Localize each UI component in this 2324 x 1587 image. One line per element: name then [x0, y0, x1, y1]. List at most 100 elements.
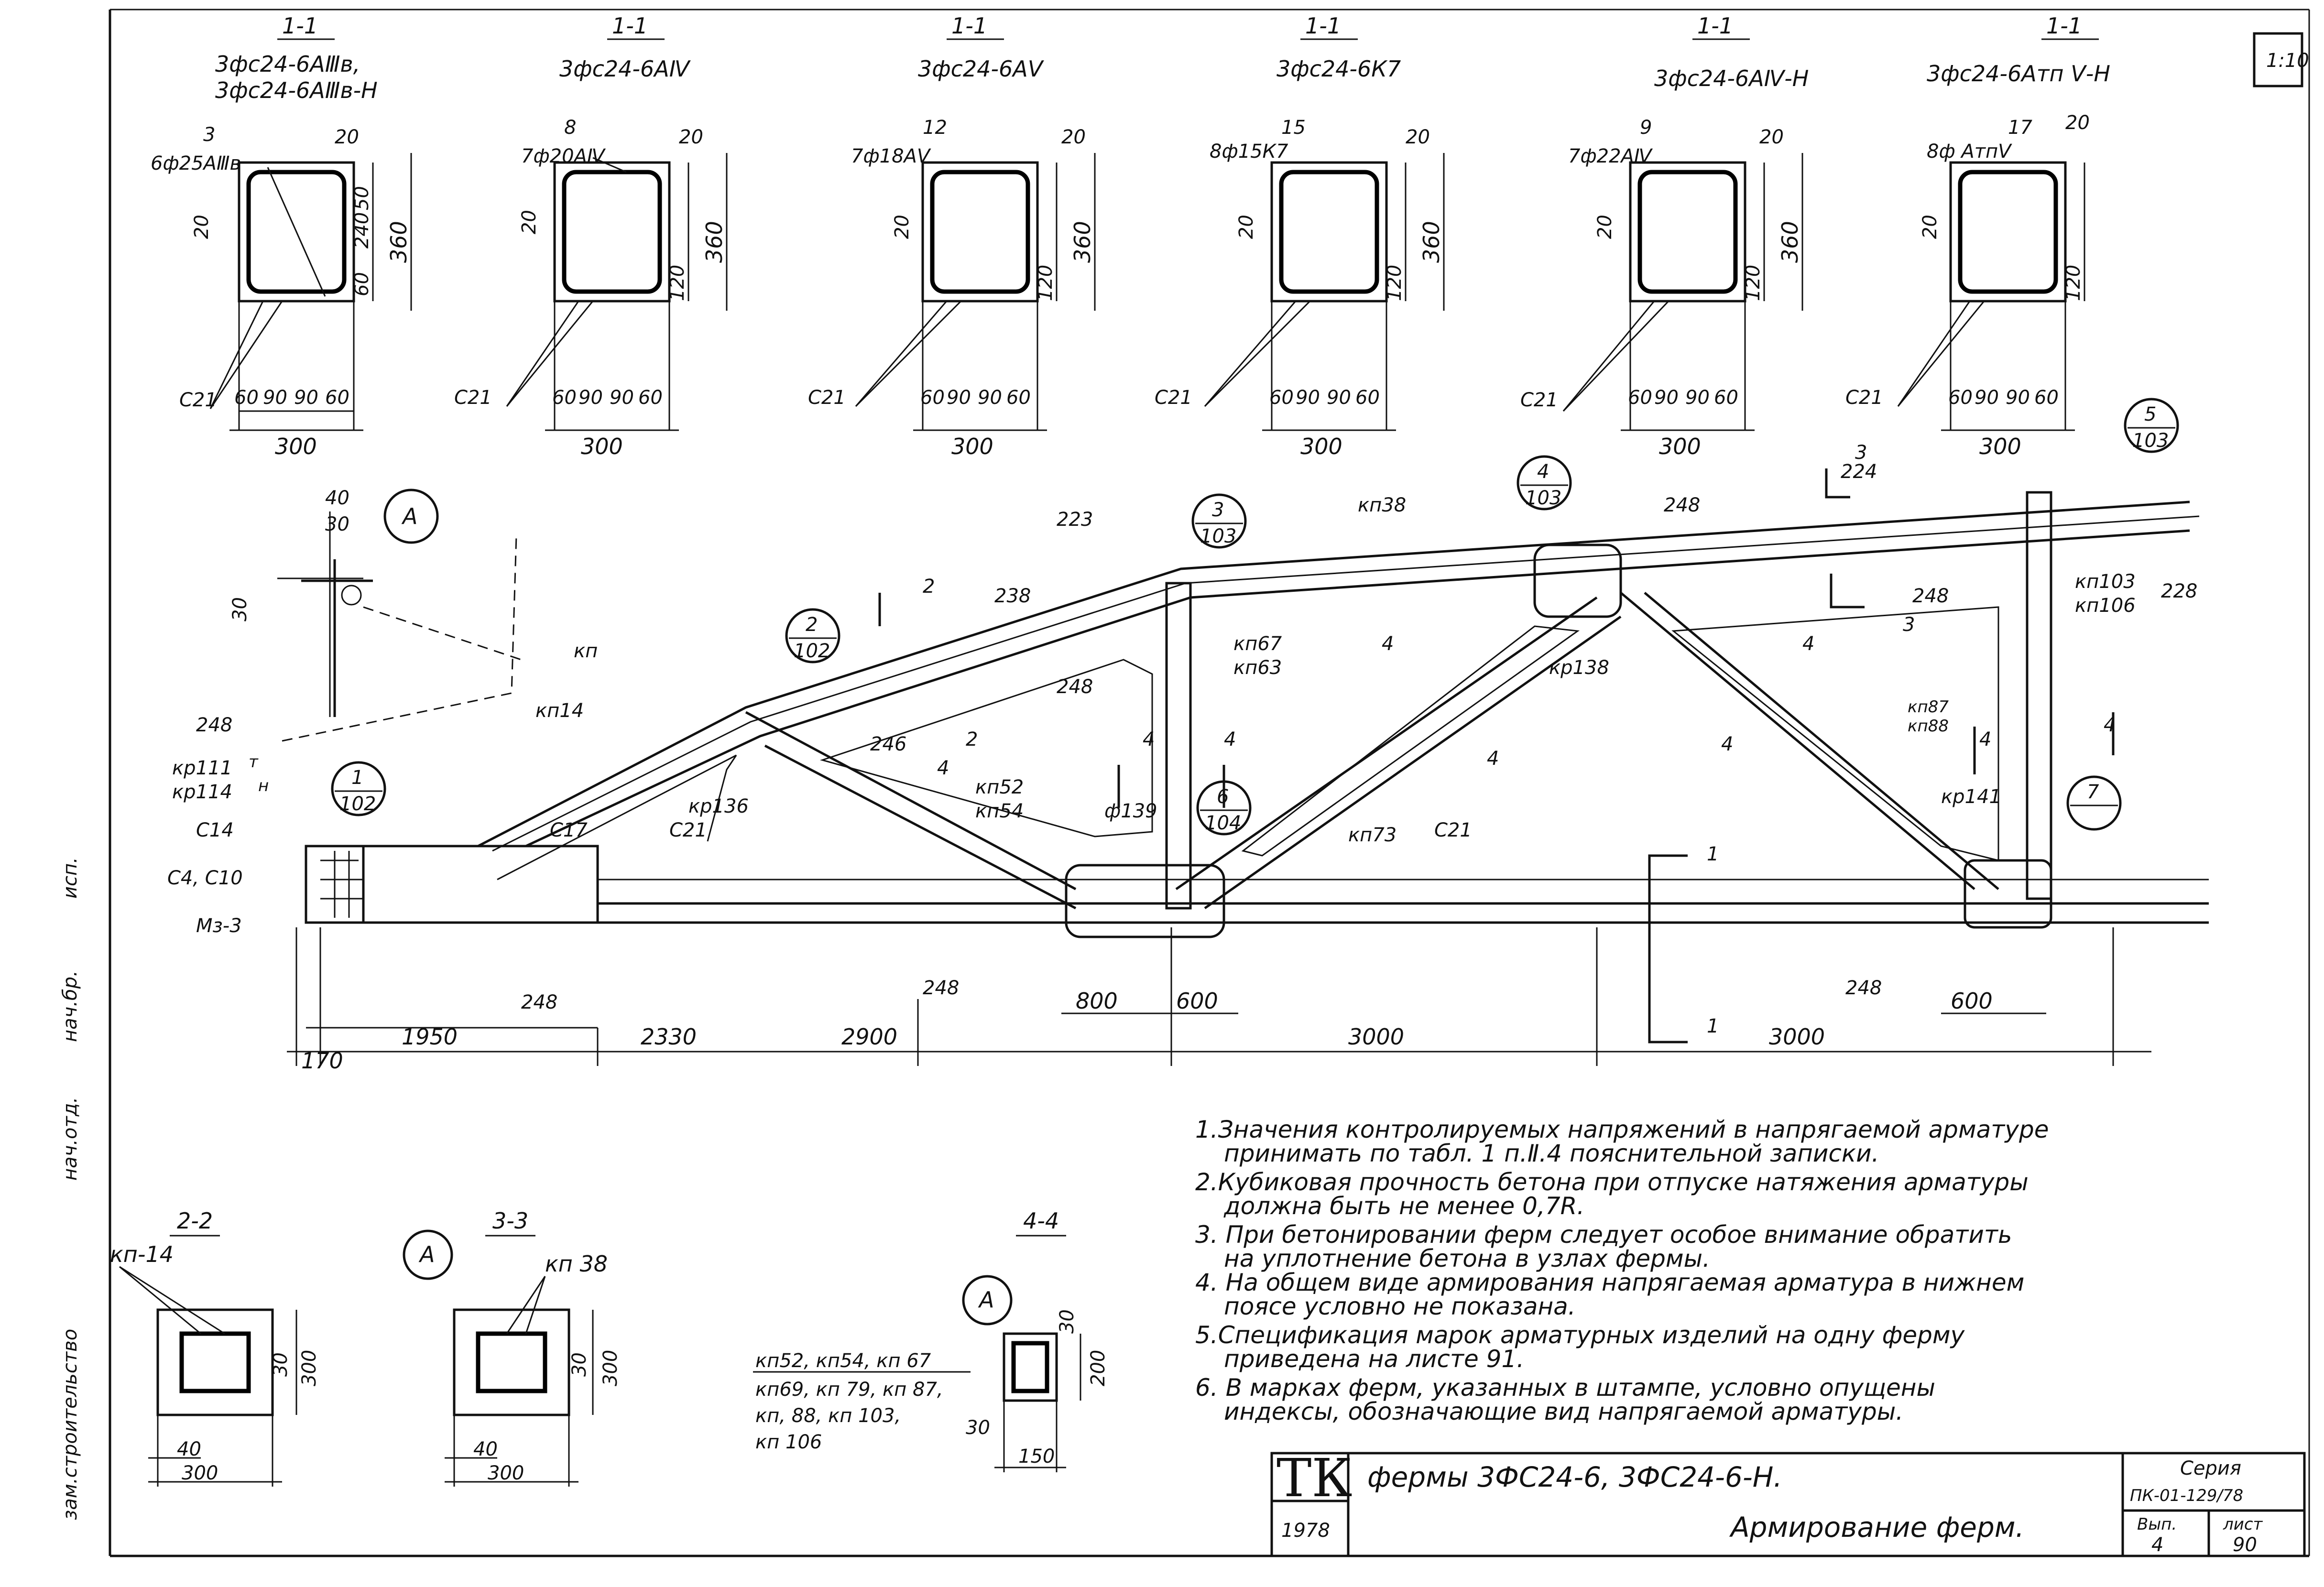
svg-text:248: 248 — [1057, 676, 1093, 698]
svg-text:А: А — [978, 1287, 994, 1313]
svg-text:300: 300 — [1979, 434, 2021, 459]
svg-text:1-1: 1-1 — [2046, 13, 2082, 39]
svg-text:90: 90 — [1685, 387, 1710, 409]
svg-text:90: 90 — [2006, 387, 2030, 409]
svg-text:2: 2 — [806, 614, 818, 636]
svg-text:90: 90 — [1327, 387, 1351, 409]
svg-text:4: 4 — [1487, 748, 1499, 770]
svg-text:С21: С21 — [1845, 387, 1883, 409]
svg-text:60: 60 — [638, 387, 663, 409]
svg-text:кр114: кр114 — [172, 781, 232, 803]
right-dim: 60 — [351, 272, 373, 296]
bottom-dim: 60 — [325, 387, 349, 409]
svg-text:360: 360 — [1777, 221, 1803, 263]
svg-text:8: 8 — [564, 117, 576, 139]
svg-text:3: 3 — [1855, 442, 1867, 464]
svg-text:300: 300 — [488, 1462, 524, 1484]
svg-text:кр138: кр138 — [1549, 657, 1609, 679]
svg-text:60: 60 — [1948, 387, 1973, 409]
stamp-series-label: Серия — [2180, 1457, 2241, 1479]
svg-text:60: 60 — [1269, 387, 1294, 409]
section-3-3: А 3-3 кп 38 40 300 30 300 — [403, 1208, 622, 1487]
svg-text:должна быть не менее 0,7R.: должна быть не менее 0,7R. — [1223, 1192, 1584, 1220]
svg-text:С21: С21 — [808, 387, 846, 409]
side-label-2: нач.отд. — [59, 1097, 81, 1181]
svg-text:2900: 2900 — [841, 1024, 897, 1050]
svg-text:кп69, кп 79, кп 87,: кп69, кп 79, кп 87, — [755, 1379, 943, 1401]
sheet-frame: 1:10 — [109, 9, 2310, 1557]
corner-tag-box — [2253, 32, 2303, 87]
svg-text:90: 90 — [1975, 387, 1999, 409]
svg-text:17: 17 — [2008, 117, 2032, 139]
svg-text:120: 120 — [1742, 265, 1764, 301]
bar-count: 3 — [203, 124, 215, 146]
section-4-4: 4-4 А 30 150 30 200 кп52, кп54, кп 67 кп… — [753, 1208, 1109, 1472]
svg-text:102: 102 — [339, 793, 376, 815]
svg-text:12: 12 — [923, 117, 947, 139]
svg-text:4: 4 — [1537, 461, 1549, 483]
svg-text:А: А — [418, 1241, 435, 1267]
section-height: 360 — [386, 221, 412, 263]
svg-text:248: 248 — [521, 991, 557, 1013]
section-1-1-d: 1-1 3фс24-6К7 15 8ф15К7 20 С21 60 90 90 … — [1155, 13, 1445, 459]
svg-text:15: 15 — [1281, 117, 1306, 139]
svg-text:20: 20 — [1919, 215, 1941, 239]
svg-text:кп106: кп106 — [2075, 595, 2136, 617]
svg-text:60: 60 — [2034, 387, 2059, 409]
section-1-1-e: 1-1 3фс24-6АⅣ-Н 9 7ф22АⅣ 20 С21 60 90 90… — [1520, 13, 1809, 459]
svg-text:20: 20 — [891, 215, 913, 239]
svg-text:3000: 3000 — [1769, 1024, 1825, 1050]
svg-text:120: 120 — [2062, 265, 2084, 301]
svg-text:300: 300 — [1659, 434, 1701, 459]
svg-text:3. При бетонировании ферм след: 3. При бетонировании ферм следует особое… — [1195, 1221, 2012, 1249]
svg-text:3-3: 3-3 — [492, 1208, 528, 1234]
svg-text:кп87: кп87 — [1908, 697, 1949, 717]
svg-text:90: 90 — [1296, 387, 1320, 409]
svg-text:20: 20 — [1061, 126, 1086, 148]
section-1-1-a: 1-1 3фс24-6АⅢв, 3фс24-6АⅢв-Н 3 6ф25АⅢв 2… — [151, 13, 412, 459]
svg-text:кп67: кп67 — [1233, 633, 1282, 655]
stamp-year: 1978 — [1281, 1520, 1330, 1542]
right-dim: 50 — [351, 186, 373, 210]
svg-text:20: 20 — [679, 126, 703, 148]
svg-text:кп63: кп63 — [1233, 657, 1282, 679]
svg-text:н: н — [258, 776, 269, 795]
svg-text:3фс24-6АⅣ-Н: 3фс24-6АⅣ-Н — [1654, 65, 1809, 91]
detail-a-ref-circle — [403, 1229, 453, 1280]
stamp-org: ТК — [1277, 1447, 1353, 1509]
svg-text:60: 60 — [1006, 387, 1031, 409]
svg-text:кр111: кр111 — [172, 757, 232, 779]
svg-text:3: 3 — [1212, 499, 1224, 521]
svg-text:300: 300 — [298, 1350, 320, 1386]
side-labels: зам.строительство нач.отд. нач.бр. исп. — [59, 857, 81, 1520]
svg-text:200: 200 — [1087, 1350, 1109, 1386]
svg-text:20: 20 — [518, 210, 540, 234]
svg-text:20: 20 — [1759, 126, 1784, 148]
svg-text:4: 4 — [1143, 728, 1155, 750]
svg-text:223: 223 — [1057, 509, 1093, 531]
svg-text:С21: С21 — [1434, 819, 1472, 841]
svg-text:170: 170 — [301, 1048, 343, 1074]
stirrup: С21 — [179, 389, 217, 411]
svg-text:7: 7 — [2087, 781, 2099, 803]
svg-text:300: 300 — [951, 434, 993, 459]
svg-text:С17: С17 — [550, 819, 588, 841]
callout-7: 7 — [2066, 775, 2122, 831]
svg-text:90: 90 — [947, 387, 971, 409]
svg-text:30: 30 — [270, 1352, 292, 1377]
svg-text:7ф20АⅣ: 7ф20АⅣ — [521, 145, 606, 167]
stamp-vyp-value: 4 — [2151, 1534, 2163, 1556]
cover-dim: 20 — [335, 126, 359, 148]
section-1-1-c: 1-1 3фс24-6АⅤ 12 7ф18АⅤ 20 С21 60 90 90 … — [808, 13, 1096, 459]
svg-text:2: 2 — [923, 576, 935, 598]
svg-text:20: 20 — [2065, 112, 2090, 134]
svg-text:104: 104 — [1205, 812, 1241, 834]
svg-text:кр141: кр141 — [1941, 786, 2001, 808]
bottom-dim: 90 — [263, 387, 287, 409]
svg-text:кп, 88, кп 103,: кп, 88, кп 103, — [755, 1405, 901, 1427]
svg-text:6. В марках ферм, указанных в: 6. В марках ферм, указанных в штампе, ус… — [1195, 1374, 1935, 1402]
svg-text:248: 248 — [1845, 977, 1882, 999]
svg-text:5: 5 — [2144, 403, 2156, 425]
